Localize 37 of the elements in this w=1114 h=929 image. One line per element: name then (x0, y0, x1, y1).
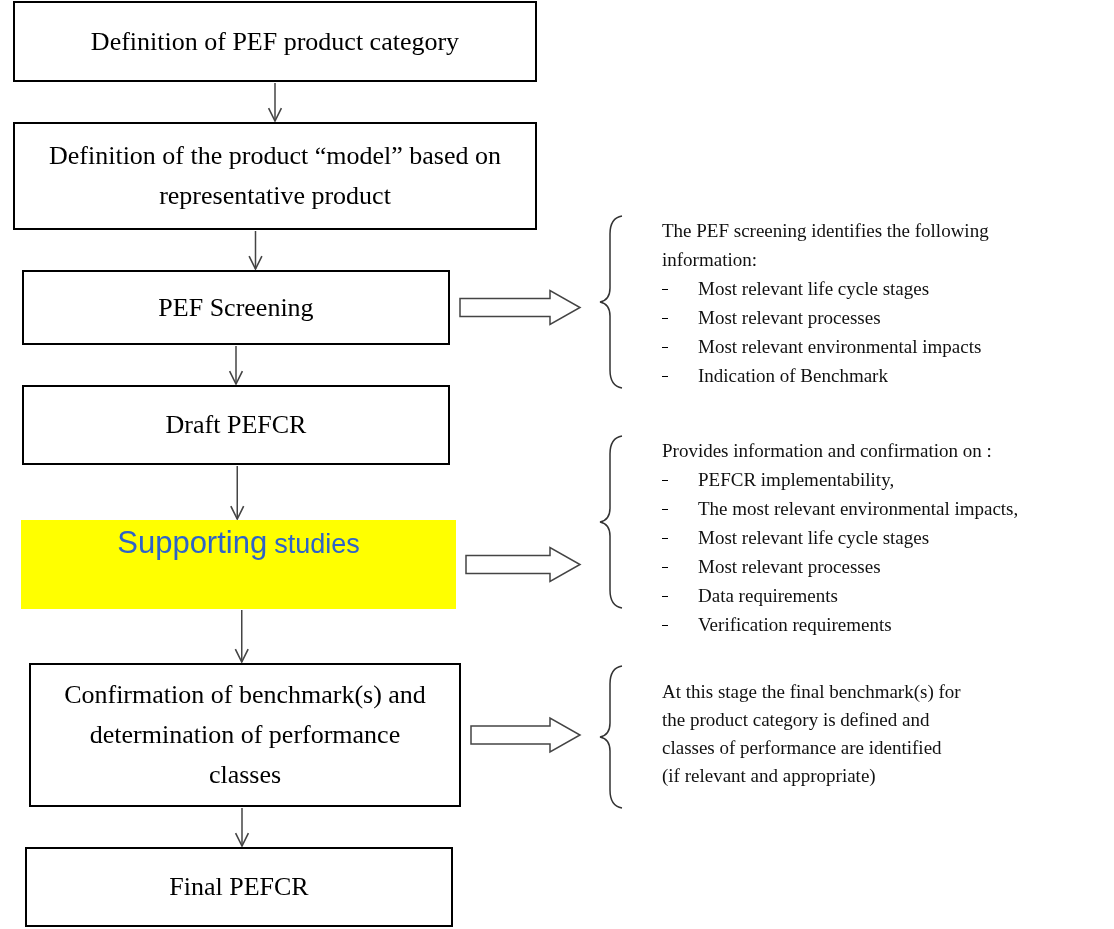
arrow (230, 465, 245, 520)
box-label: Confirmation of benchmark(s) and determination of performance classes (63, 679, 427, 791)
box-label: Definition of the product “model” based on representative product (48, 140, 502, 212)
bullet-text: Most relevant life cycle stages (698, 277, 930, 301)
arrow (234, 609, 249, 663)
process-box (22, 385, 450, 465)
bullet-text: Most relevant processes (698, 306, 881, 330)
box-label: Supporting (117, 524, 268, 562)
arrow (267, 82, 283, 122)
process-box (22, 270, 450, 345)
box-label: studies (274, 528, 360, 561)
box-label: Definition of PEF product category (90, 25, 460, 58)
box-label: Final PEFCR (169, 871, 309, 903)
note-text: At this stage the final benchmark(s) for the product category is defined and classes of performance are identified (if relevant and appropriate) (662, 680, 962, 788)
process-box (13, 1, 537, 82)
process-box (29, 663, 461, 807)
highlighted-box (21, 520, 456, 609)
bullet-text: Data requirements (698, 584, 838, 608)
bullet-text: Most relevant environmental impacts (698, 335, 982, 359)
bullet-text: PEFCR implementability, (698, 468, 895, 492)
note-heading: The PEF screening identifies the following information: (662, 219, 990, 272)
bullet-text: Indication of Benchmark (698, 364, 888, 388)
bullet-text: Most relevant life cycle stages (698, 526, 930, 550)
arrow (248, 230, 263, 270)
bullet-text: Most relevant processes (698, 555, 881, 579)
box-label: PEF Screening (158, 291, 314, 324)
box-label: Draft PEFCR (165, 409, 307, 441)
process-box (25, 847, 453, 927)
bullet-text: Verification requirements (698, 613, 892, 637)
block-arrow (465, 546, 582, 583)
block-arrow (459, 289, 582, 326)
block-arrow (470, 716, 582, 754)
arrow (234, 807, 250, 847)
arrow (228, 345, 244, 385)
bullet-text: The most relevant environmental impacts, (698, 497, 1019, 521)
process-box (13, 122, 537, 230)
note-heading: Provides information and confirmation on : (662, 439, 993, 463)
